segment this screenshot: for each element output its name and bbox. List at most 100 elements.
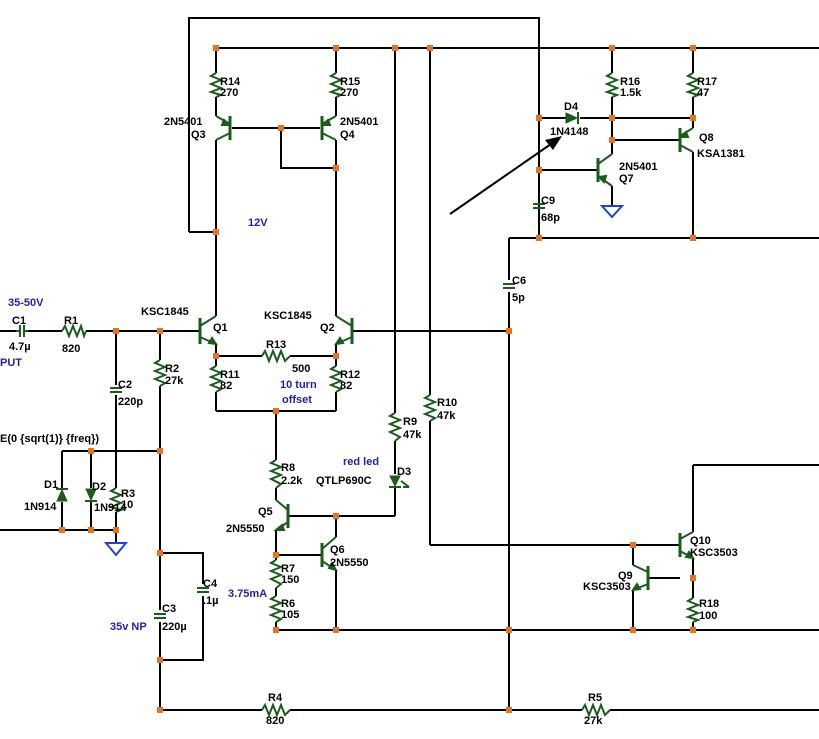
capacitor-c3[interactable] xyxy=(154,613,166,619)
diode-d4[interactable] xyxy=(565,112,579,124)
label-q4-part: 2N5401 xyxy=(340,116,379,128)
diode-d2[interactable] xyxy=(85,488,97,502)
label-r1-ref: R1 xyxy=(64,315,78,327)
label-r14-ref: R14 xyxy=(220,76,241,88)
capacitor-c4[interactable] xyxy=(197,587,209,593)
label-r13-value: 500 xyxy=(292,363,310,375)
label-r4-ref: R4 xyxy=(268,692,283,704)
label-r14-value: 270 xyxy=(220,87,238,99)
label-supply-range: 35-50V xyxy=(8,297,44,309)
resistor-r18[interactable] xyxy=(684,597,702,623)
label-d2-ref: D2 xyxy=(92,481,106,493)
resistor-r13[interactable] xyxy=(261,348,291,364)
label-r15-value: 270 xyxy=(340,87,358,99)
resistor-r1[interactable] xyxy=(61,322,87,340)
resistor-r14[interactable] xyxy=(207,72,225,98)
label-d4-part: 1N4148 xyxy=(550,126,589,138)
label-input-fragment: PUT xyxy=(0,357,22,369)
resistor-r10[interactable] xyxy=(422,394,438,422)
diodes xyxy=(56,112,579,502)
ground-symbol-q7 xyxy=(599,205,625,219)
label-r8-ref: R8 xyxy=(281,462,295,474)
label-q6-part: 2N5550 xyxy=(330,557,369,569)
transistors xyxy=(198,115,696,592)
resistor-r5[interactable] xyxy=(581,702,611,718)
label-c4-ref: C4 xyxy=(203,578,218,590)
label-r10-ref: R10 xyxy=(437,397,457,409)
label-r4-value: 820 xyxy=(266,715,284,727)
resistor-r9[interactable] xyxy=(387,412,403,442)
label-r1-value: 820 xyxy=(62,343,80,355)
label-r11-ref: R11 xyxy=(220,369,240,381)
capacitor-c2[interactable] xyxy=(110,387,122,393)
label-q3-ref: Q3 xyxy=(191,129,206,141)
resistor-r8[interactable] xyxy=(268,459,284,489)
label-q5-part: 2N5550 xyxy=(226,523,265,535)
label-r8-value: 2.2k xyxy=(281,475,303,487)
resistor-r15[interactable] xyxy=(327,72,345,98)
label-r18-value: 100 xyxy=(699,610,717,622)
transistor-q9[interactable] xyxy=(630,564,650,592)
transistor-q10[interactable] xyxy=(678,531,696,560)
label-q9-part: KSC3503 xyxy=(583,581,631,593)
transistor-q8[interactable] xyxy=(678,127,694,153)
resistor-r7[interactable] xyxy=(268,559,284,589)
transistor-q5[interactable] xyxy=(273,499,290,531)
resistor-r17[interactable] xyxy=(684,72,702,98)
label-c9-ref: C9 xyxy=(541,195,555,207)
label-r5-value: 27k xyxy=(584,715,603,727)
grounds xyxy=(103,205,625,557)
label-r10-value: 47k xyxy=(437,410,456,422)
label-q6-ref: Q6 xyxy=(330,544,345,556)
annotation-arrow xyxy=(449,136,562,215)
label-12v: 12V xyxy=(248,217,268,229)
label-r16-ref: R16 xyxy=(620,76,640,88)
label-r9-ref: R9 xyxy=(403,416,417,428)
resistor-r16[interactable] xyxy=(603,72,621,98)
transistor-q7[interactable] xyxy=(596,153,613,187)
resistor-r6[interactable] xyxy=(268,595,284,623)
transistor-q3[interactable] xyxy=(215,115,232,141)
transistor-q4[interactable] xyxy=(320,115,337,141)
ground-symbol-r3 xyxy=(103,542,129,557)
label-d1-ref: D1 xyxy=(44,479,58,491)
label-r7-value: 150 xyxy=(281,574,299,586)
capacitor-c1[interactable] xyxy=(16,325,28,337)
transistor-q2[interactable] xyxy=(333,315,354,346)
label-q5-ref: Q5 xyxy=(258,506,273,518)
label-q1-ref: Q1 xyxy=(213,322,228,334)
resistors xyxy=(61,72,702,718)
label-d3-ref: D3 xyxy=(397,466,411,478)
resistor-r2[interactable] xyxy=(152,359,168,387)
capacitor-c6[interactable] xyxy=(503,283,515,289)
label-q3-part: 2N5401 xyxy=(164,116,203,128)
transistor-q6[interactable] xyxy=(320,536,339,572)
resistor-r11[interactable] xyxy=(208,365,224,393)
label-q10-part: KSC3503 xyxy=(690,547,738,559)
resistor-r12[interactable] xyxy=(328,365,344,393)
resistor-r4[interactable] xyxy=(261,702,291,718)
label-d1-part: 1N914 xyxy=(24,501,57,513)
label-c2-value: 220p xyxy=(118,396,143,408)
label-q1-part: KSC1845 xyxy=(141,306,189,318)
label-ten-turn-1: 10 turn xyxy=(280,379,317,391)
label-r9-value: 47k xyxy=(403,429,422,441)
label-d3-part: QTLP690C xyxy=(316,475,372,487)
label-r17-value: 47 xyxy=(697,87,709,99)
label-c4-value: .1µ xyxy=(203,595,219,607)
label-q10-ref: Q10 xyxy=(690,535,711,547)
capacitor-c9[interactable] xyxy=(533,203,545,209)
label-r16-value: 1.5k xyxy=(620,87,642,99)
label-35v-np: 35v NP xyxy=(110,621,147,633)
led-d3[interactable] xyxy=(389,475,410,488)
label-q8-part: KSA1381 xyxy=(697,148,745,160)
label-r2-ref: R2 xyxy=(165,363,179,375)
resistor-r3[interactable] xyxy=(107,487,125,513)
label-c1-value: 4.7µ xyxy=(9,341,31,353)
diode-d1[interactable] xyxy=(56,488,68,502)
label-q7-ref: Q7 xyxy=(619,173,634,185)
label-c3-value: 220µ xyxy=(162,621,187,633)
transistor-q1[interactable] xyxy=(198,315,219,346)
label-r6-value: 105 xyxy=(281,609,299,621)
